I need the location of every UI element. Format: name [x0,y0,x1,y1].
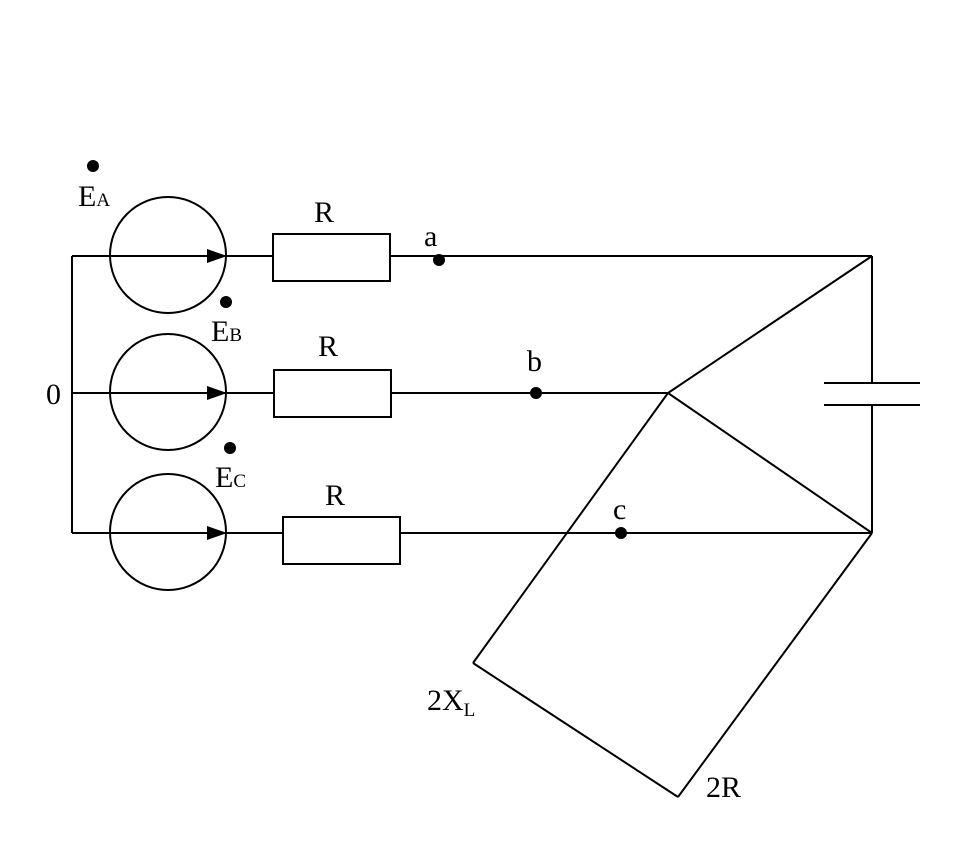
delta-bc-branch [667,392,873,534]
node-c-label: c [613,493,626,526]
series-link [472,662,679,798]
resistor-b [273,369,392,418]
node-c-dot [615,527,627,539]
resistor-a [272,233,391,282]
resistor-load-branch [677,532,873,798]
node-b-dot [530,387,542,399]
source-c-polarity-dot [224,442,236,454]
resistor-b-label: R [318,330,338,363]
neutral-label: 0 [46,378,61,411]
inductor-label: 2XL [427,684,475,721]
source-b-label: EB [211,315,242,348]
node-a-dot [433,254,445,266]
source-c [109,473,227,591]
inductor-branch [472,392,669,664]
source-a-polarity-dot [87,160,99,172]
source-c-arrow-icon [207,526,227,540]
source-b [109,333,227,451]
source-a-arrow-icon [207,249,227,263]
delta-ab-branch [667,255,873,394]
source-a [109,196,227,314]
resistor-c-label: R [325,479,345,512]
node-a-label: a [424,220,437,253]
resistor-load-label: 2R [706,771,741,804]
source-a-label: EA [78,180,110,213]
node-b-label: b [527,345,542,378]
source-b-polarity-dot [220,296,232,308]
source-c-label: EC [215,461,246,494]
source-b-arrow-icon [207,386,227,400]
resistor-a-label: R [314,196,334,229]
resistor-c [282,516,401,565]
